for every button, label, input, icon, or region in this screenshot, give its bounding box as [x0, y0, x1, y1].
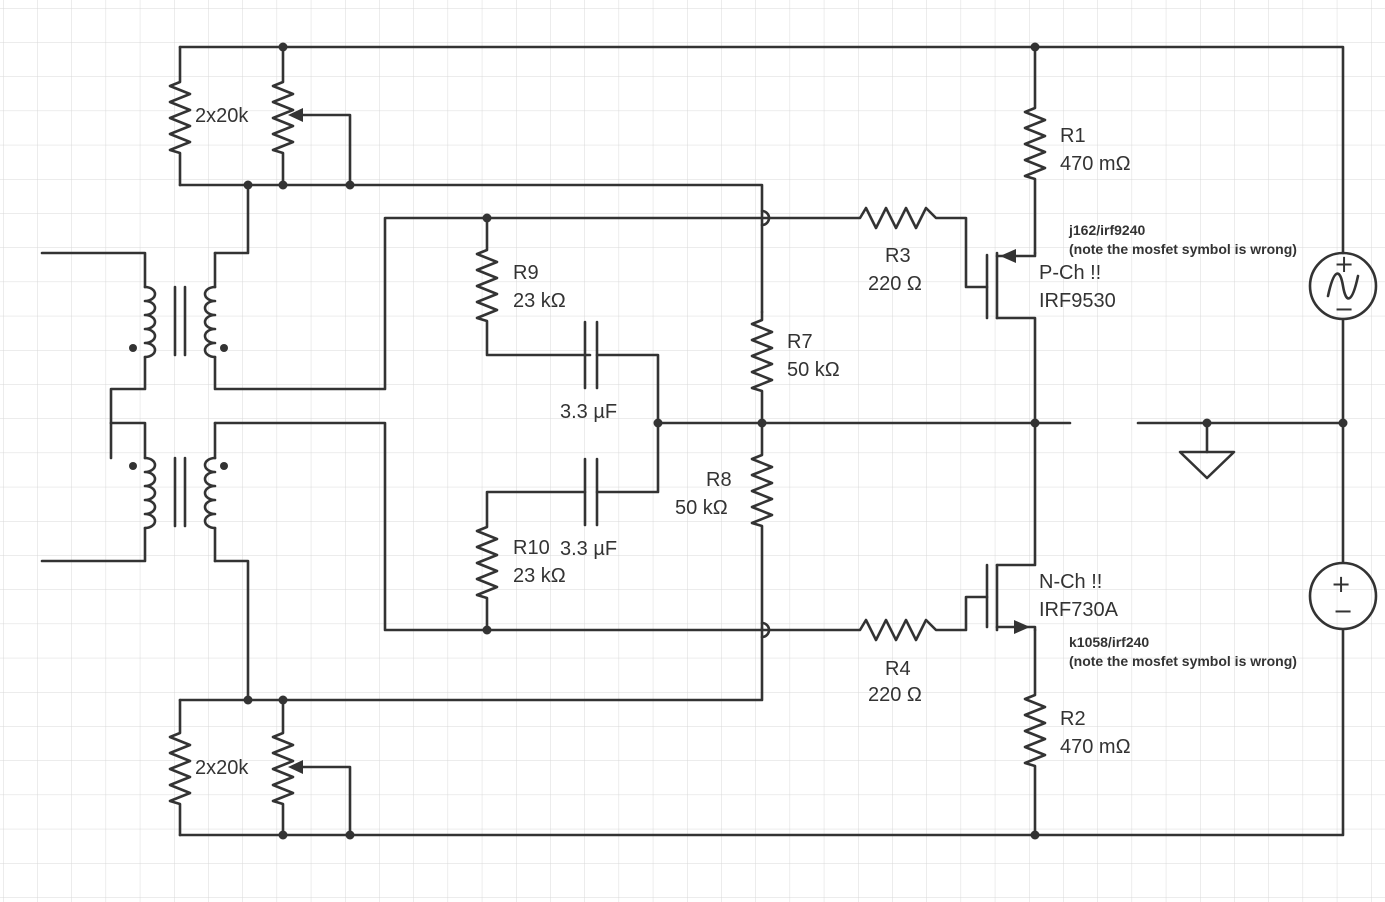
r9-value: 23 kΩ [513, 290, 566, 312]
r2-name: R2 [1060, 708, 1086, 730]
r7-name: R7 [787, 331, 813, 353]
r4-value: 220 Ω [868, 684, 922, 706]
nmos-type: N-Ch !! [1039, 571, 1102, 593]
gate-wire-top [482, 206, 989, 289]
dc-minus-sign: − [1333, 597, 1353, 625]
r3-name: R3 [885, 245, 911, 267]
capacitor-top[interactable]: 3.3 µF [560, 320, 663, 494]
resistor-r8[interactable]: R8 50 kΩ [675, 421, 774, 630]
pot-top-label: 2x20k [195, 105, 249, 127]
resistor-r9[interactable]: R9 23 kΩ [475, 216, 592, 357]
r2-value: 470 mΩ [1060, 736, 1131, 758]
nmos-note-line2: (note the mosfet symbol is wrong) [1069, 653, 1297, 669]
pmos-note-line2: (note the mosfet symbol is wrong) [1069, 241, 1297, 257]
r10-value: 23 kΩ [513, 565, 566, 587]
mosfet-p-channel[interactable]: P-Ch !! IRF9530 j162/irf9240 (note the m… [985, 222, 1297, 425]
ac-plus-sign: + [1334, 250, 1354, 278]
r4-name: R4 [885, 658, 911, 680]
resistor-r1[interactable]: R1 470 mΩ [1023, 42, 1131, 255]
r1-value: 470 mΩ [1060, 153, 1131, 175]
ac-minus-sign: − [1334, 295, 1354, 323]
dc-source[interactable]: + − [1308, 421, 1378, 631]
r7-value: 50 kΩ [787, 359, 840, 381]
mosfet-n-channel[interactable]: N-Ch !! IRF730A k1058/irf240 (note the m… [985, 421, 1297, 669]
pmos-note-line1: j162/irf9240 [1068, 222, 1145, 238]
r8-name: R8 [706, 469, 732, 491]
r9-name: R9 [513, 262, 539, 284]
resistor-r7[interactable]: R7 50 kΩ [750, 310, 840, 425]
r3-value: 220 Ω [868, 273, 922, 295]
nmos-note-line1: k1058/irf240 [1069, 634, 1149, 650]
ground-symbol [1178, 418, 1236, 480]
transformer-bottom[interactable] [40, 421, 764, 632]
transformer-top[interactable] [40, 216, 764, 425]
resistor-r10[interactable]: R10 23 kΩ [475, 490, 587, 632]
c-bottom-value: 3.3 µF [560, 538, 617, 560]
pot-top[interactable]: 2x20k [168, 42, 1345, 314]
r10-name: R10 [513, 537, 550, 559]
resistor-r2[interactable]: R2 470 mΩ [1023, 628, 1131, 837]
pot-bottom-label: 2x20k [195, 757, 249, 779]
nmos-part: IRF730A [1039, 599, 1119, 621]
c-top-value: 3.3 µF [560, 401, 617, 423]
output-line [656, 418, 1348, 428]
pot-bottom[interactable]: 2x20k [168, 559, 1345, 840]
gate-wire-bottom [482, 595, 989, 642]
r1-name: R1 [1060, 125, 1086, 147]
dc-plus-sign: + [1331, 570, 1351, 598]
ac-source[interactable]: + − [1308, 250, 1378, 425]
pmos-part: IRF9530 [1039, 290, 1116, 312]
r8-value: 50 kΩ [675, 497, 728, 519]
pmos-type: P-Ch !! [1039, 262, 1101, 284]
